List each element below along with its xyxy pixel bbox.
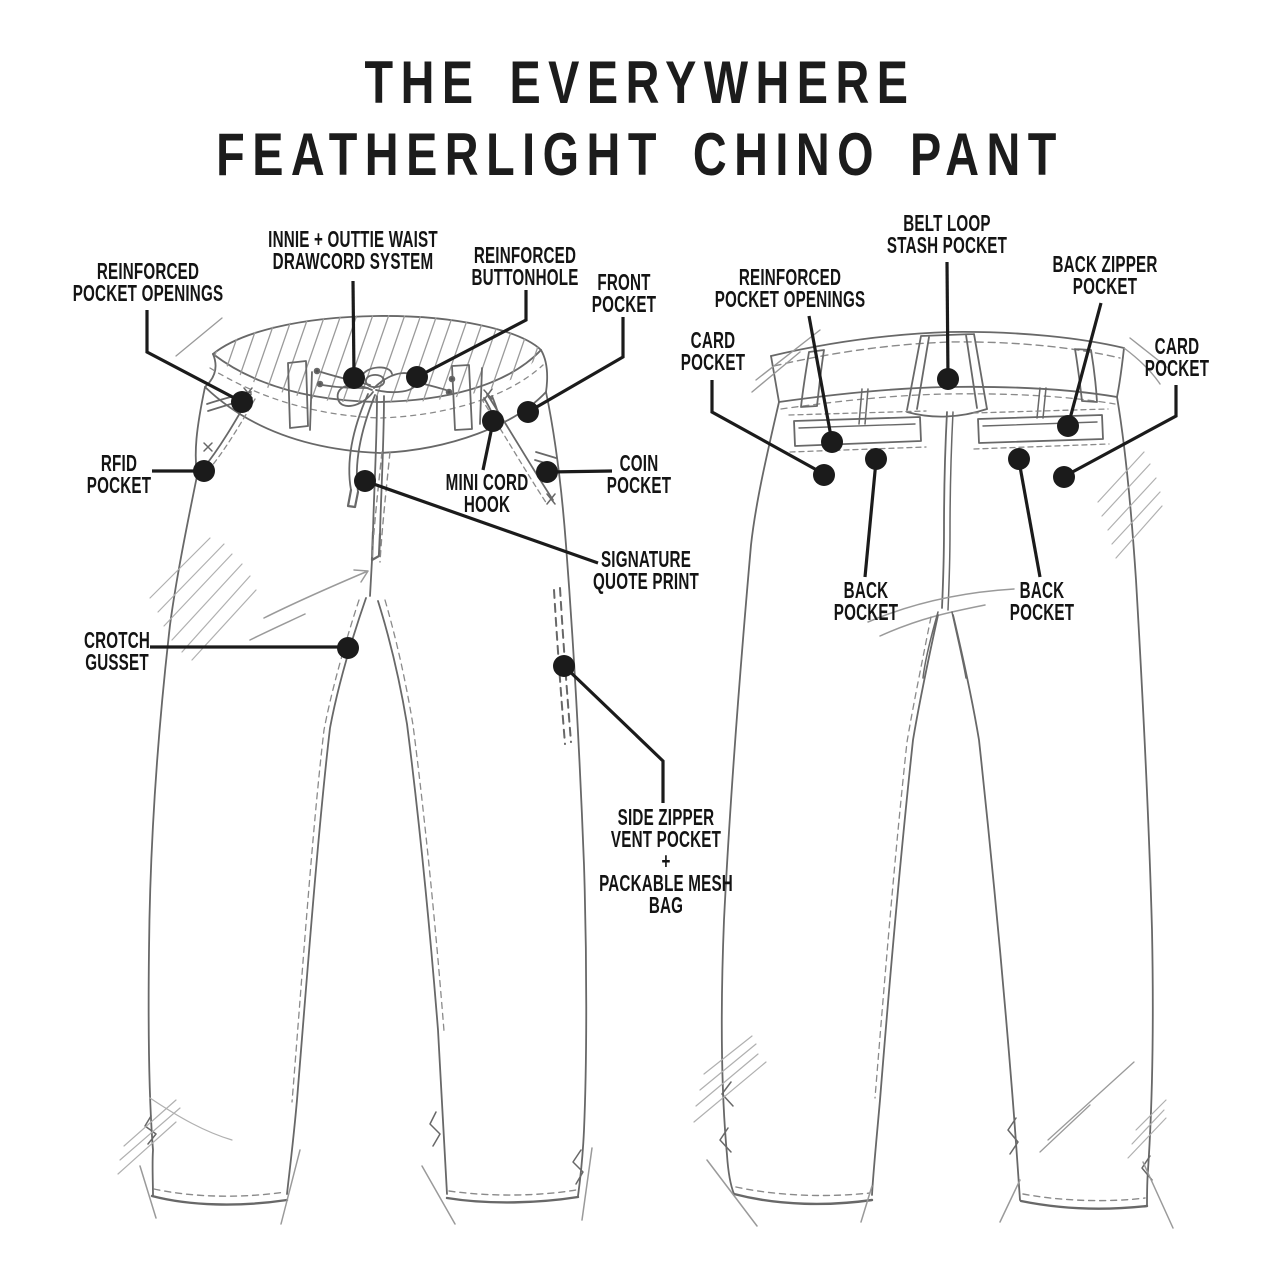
back-pant-sketch	[693, 329, 1174, 1229]
label-back-zipper-pocket: BACK ZIPPER POCKET	[1052, 251, 1158, 299]
leader-reinforced-pocket-openings-front	[145, 310, 243, 404]
dot-coin-pocket	[536, 461, 558, 483]
leader-signature-quote	[364, 479, 599, 565]
dot-crotch-gusset	[337, 637, 359, 659]
leader-side-zipper	[562, 664, 665, 803]
leader-card-pocket-left	[710, 380, 825, 476]
label-reinforced-buttonhole: REINFORCED BUTTONHOLE	[471, 242, 579, 290]
dot-rfid-pocket	[193, 460, 215, 482]
dot-mini-cord-hook	[482, 410, 504, 432]
page-title-line2: FEATHERLIGHT CHINO PANT	[216, 121, 1064, 188]
leader-front-pocket	[527, 317, 625, 414]
label-crotch-gusset: CROTCH GUSSET	[83, 627, 151, 675]
label-reinforced-pocket-openings-front: REINFORCED POCKET OPENINGS	[72, 258, 224, 306]
leader-drawcord	[351, 280, 356, 378]
leader-back-pocket-right	[1017, 460, 1042, 578]
dot-back-zipper	[1057, 415, 1079, 437]
dot-reinforced-pocket-openings-back	[821, 431, 843, 453]
label-back-pocket-right: BACK POCKET	[1009, 577, 1075, 625]
dot-back-pocket-right	[1008, 448, 1030, 470]
dot-signature-quote	[354, 470, 376, 492]
dot-reinforced-pocket-openings-front	[231, 391, 253, 413]
leader-card-pocket-right	[1064, 385, 1178, 478]
label-front-pocket: FRONT POCKET	[591, 269, 657, 317]
leader-back-pocket-left	[863, 460, 878, 578]
label-card-pocket-right: CARD POCKET	[1144, 333, 1210, 381]
leader-belt-loop-stash	[945, 261, 950, 380]
leader-reinforced-pocket-openings-back	[807, 315, 834, 443]
dot-buttonhole	[406, 366, 428, 388]
leader-back-zipper	[1066, 302, 1103, 427]
label-mini-cord-hook: MINI CORD HOOK	[445, 469, 529, 517]
dot-card-pocket-right	[1053, 466, 1075, 488]
label-coin-pocket: COIN POCKET	[606, 450, 672, 498]
dot-card-pocket-left	[813, 464, 835, 486]
label-rfid-pocket: RFID POCKET	[86, 450, 152, 498]
label-side-zipper-vent-pocket: SIDE ZIPPER VENT POCKET + PACKABLE MESH …	[599, 804, 733, 918]
label-signature-quote-print: SIGNATURE QUOTE PRINT	[593, 546, 699, 594]
dot-belt-loop-stash	[937, 368, 959, 390]
feature-dots	[193, 366, 1079, 677]
label-drawcord-system: INNIE + OUTTIE WAIST DRAWCORD SYSTEM	[268, 226, 438, 274]
dot-drawcord	[343, 367, 365, 389]
label-reinforced-pocket-openings-back: REINFORCED POCKET OPENINGS	[714, 264, 866, 312]
front-pant-sketch	[117, 314, 593, 1225]
leader-coin-pocket	[547, 469, 613, 474]
label-back-pocket-left: BACK POCKET	[833, 577, 899, 625]
page-title-line1: THE EVERYWHERE	[364, 49, 916, 116]
leader-buttonhole	[416, 290, 528, 379]
dot-back-pocket-left	[865, 448, 887, 470]
label-card-pocket-left: CARD POCKET	[680, 327, 746, 375]
dot-side-zipper	[553, 655, 575, 677]
label-belt-loop-stash-pocket: BELT LOOP STASH POCKET	[886, 210, 1008, 258]
dot-front-pocket	[517, 401, 539, 423]
leader-lines	[145, 261, 1178, 803]
